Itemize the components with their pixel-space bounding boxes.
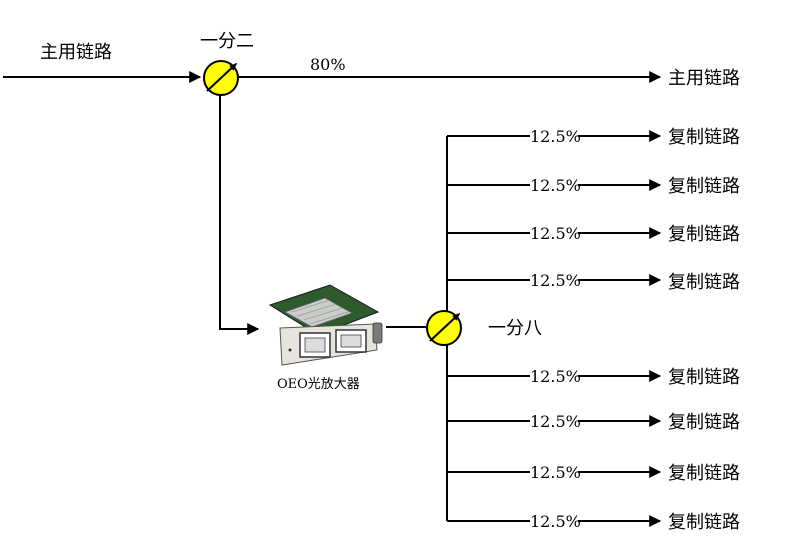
branch-1-label: 复制链路 <box>668 127 740 148</box>
splitter-1x8 <box>426 310 462 346</box>
branch-1: 12.5% 复制链路 <box>447 127 740 148</box>
branch-7: 12.5% 复制链路 <box>447 463 740 484</box>
branch-8-label: 复制链路 <box>668 512 740 533</box>
branch-6-label: 复制链路 <box>668 412 740 433</box>
branch-7-percent: 12.5% <box>530 463 581 482</box>
splitter1-label: 一分二 <box>200 31 254 52</box>
branch-4: 12.5% 复制链路 <box>447 271 740 293</box>
branch-3-percent: 12.5% <box>530 224 581 243</box>
input-label: 主用链路 <box>40 42 112 63</box>
branch-8: 12.5% 复制链路 <box>447 512 740 533</box>
branch-2-label: 复制链路 <box>668 176 740 197</box>
branch-5: 12.5% 复制链路 <box>447 367 740 388</box>
branch-6-percent: 12.5% <box>530 412 581 431</box>
branch-4-label: 复制链路 <box>668 272 740 293</box>
branch-2-percent: 12.5% <box>530 176 581 195</box>
branch-5-percent: 12.5% <box>530 367 581 386</box>
branch-3-label: 复制链路 <box>668 224 740 245</box>
amplifier-label: OEO光放大器 <box>277 377 360 392</box>
split-branch-line <box>219 95 260 335</box>
main-output-label: 主用链路 <box>668 68 740 89</box>
branch-8-percent: 12.5% <box>530 512 581 531</box>
branch-7-label: 复制链路 <box>668 463 740 484</box>
branch-4-percent: 12.5% <box>530 271 581 290</box>
oeo-amplifier-card <box>268 284 383 366</box>
splitter-1x2 <box>203 60 239 96</box>
splitter2-label: 一分八 <box>488 318 542 339</box>
branch-3: 12.5% 复制链路 <box>447 224 740 245</box>
branch-5-label: 复制链路 <box>668 367 740 388</box>
branch-1-percent: 12.5% <box>530 127 581 146</box>
main-percent: 80% <box>310 55 346 74</box>
branch-2: 12.5% 复制链路 <box>447 176 740 197</box>
branch-6: 12.5% 复制链路 <box>447 412 740 433</box>
